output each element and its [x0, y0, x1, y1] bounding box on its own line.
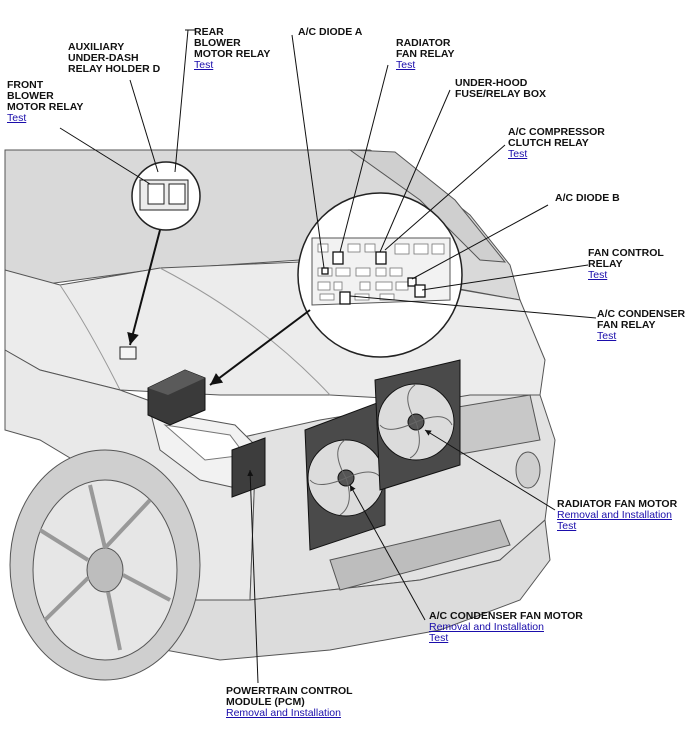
label-ac-condenser-fan-motor: A/C CONDENSER FAN MOTOR [429, 610, 583, 622]
link-fan-control-relay-test[interactable]: Test [588, 269, 608, 281]
label-under-hood-fuse-relay-box: UNDER-HOOD FUSE/RELAY BOX [455, 77, 547, 100]
label-radiator-fan-motor: RADIATOR FAN MOTOR [557, 498, 678, 510]
label-fan-control-relay: FAN CONTROL RELAY [588, 247, 664, 270]
callout-radiator-fan-relay: RADIATOR FAN RELAY Test [396, 38, 455, 71]
pcm-module [231, 437, 266, 498]
callout-aux-relay-holder: AUXILIARY UNDER-DASH RELAY HOLDER D [68, 42, 160, 75]
link-pcm-removal[interactable]: Removal and Installation [226, 707, 341, 719]
link-ac-condenser-fan-motor-test[interactable]: Test [429, 632, 449, 644]
link-rear-blower-test[interactable]: Test [194, 59, 214, 71]
callout-ac-compressor-clutch-relay: A/C COMPRESSOR CLUTCH RELAY Test [508, 127, 605, 160]
callout-fan-control-relay: FAN CONTROL RELAY Test [588, 248, 664, 281]
wheel [9, 449, 201, 681]
under-dash-relay-location [119, 346, 137, 360]
label-rear-blower-motor-relay: REAR BLOWER MOTOR RELAY [194, 26, 271, 60]
label-pcm: POWERTRAIN CONTROL MODULE (PCM) [226, 685, 353, 708]
callout-ac-condenser-fan-motor: A/C CONDENSER FAN MOTOR Removal and Inst… [429, 611, 583, 644]
link-radiator-fan-motor-test[interactable]: Test [557, 520, 577, 532]
label-aux-relay-holder: AUXILIARY UNDER-DASH RELAY HOLDER D [68, 41, 161, 75]
callout-front-blower-motor-relay: FRONT BLOWER MOTOR RELAY Test [7, 80, 83, 124]
link-radiator-fan-relay-test[interactable]: Test [396, 59, 416, 71]
relay-holder-detail [131, 161, 201, 231]
label-front-blower-motor-relay: FRONT BLOWER MOTOR RELAY [7, 79, 84, 113]
radiator-fan-assembly [374, 359, 461, 491]
callout-under-hood-fuse-relay-box: UNDER-HOOD FUSE/RELAY BOX [455, 78, 546, 100]
callout-ac-condenser-fan-relay: A/C CONDENSER FAN RELAY Test [597, 309, 685, 342]
label-ac-diode-b: A/C DIODE B [555, 192, 620, 204]
link-ac-compressor-test[interactable]: Test [508, 148, 528, 160]
callout-radiator-fan-motor: RADIATOR FAN MOTOR Removal and Installat… [557, 499, 677, 532]
fuse-box-detail [297, 192, 463, 358]
callout-ac-diode-a: A/C DIODE A [298, 27, 362, 38]
link-ac-condenser-fan-relay-test[interactable]: Test [597, 330, 617, 342]
under-hood-fuse-box-location [147, 369, 206, 426]
link-ac-condenser-fan-motor-removal[interactable]: Removal and Installation [429, 621, 544, 633]
link-front-blower-test[interactable]: Test [7, 112, 27, 124]
label-ac-diode-a: A/C DIODE A [298, 26, 363, 38]
callout-pcm: POWERTRAIN CONTROL MODULE (PCM) Removal … [226, 686, 353, 719]
link-radiator-fan-motor-removal[interactable]: Removal and Installation [557, 509, 672, 521]
callout-ac-diode-b: A/C DIODE B [555, 193, 620, 204]
label-ac-condenser-fan-relay: A/C CONDENSER FAN RELAY [597, 308, 686, 331]
leader-lines [59, 29, 597, 684]
label-ac-compressor-clutch-relay: A/C COMPRESSOR CLUTCH RELAY [508, 126, 605, 149]
label-radiator-fan-relay: RADIATOR FAN RELAY [396, 37, 455, 60]
callout-rear-blower-motor-relay: REAR BLOWER MOTOR RELAY Test [194, 27, 270, 71]
